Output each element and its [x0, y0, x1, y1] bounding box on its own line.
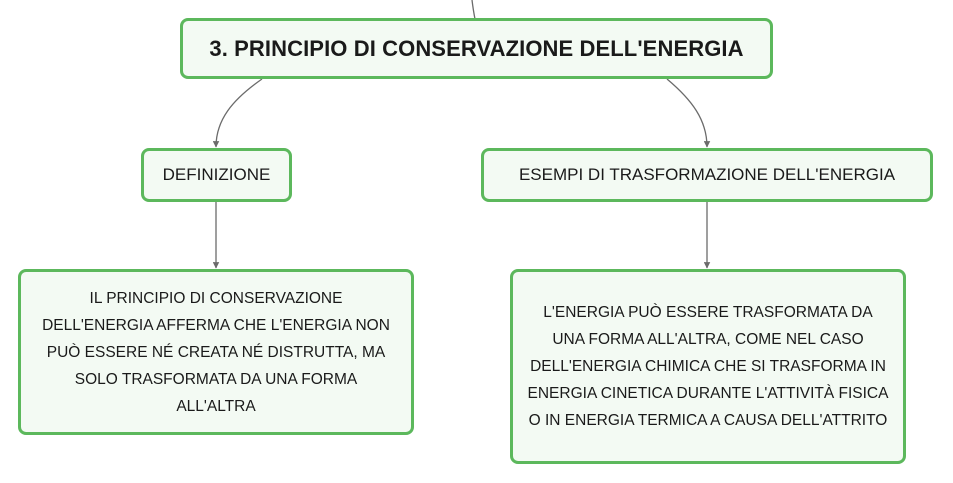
connector-root-to-esempi	[666, 78, 711, 148]
esempi-node[interactable]: ESEMPI DI TRASFORMAZIONE DELL'ENERGIA	[481, 148, 933, 202]
esempi-detail-text: L'ENERGIA PUÒ ESSERE TRASFORMATA DA UNA …	[527, 304, 889, 429]
esempi-detail-node[interactable]: L'ENERGIA PUÒ ESSERE TRASFORMATA DA UNA …	[510, 269, 906, 464]
connector-root-to-definizione	[212, 78, 263, 148]
root-topic-label: 3. PRINCIPIO DI CONSERVAZIONE DELL'ENERG…	[209, 35, 744, 61]
definizione-detail-node[interactable]: IL PRINCIPIO DI CONSERVAZIONE DELL'ENERG…	[18, 269, 414, 435]
connector-incoming-root	[471, 0, 476, 20]
esempi-label: ESEMPI DI TRASFORMAZIONE DELL'ENERGIA	[518, 165, 896, 184]
root-topic-node[interactable]: 3. PRINCIPIO DI CONSERVAZIONE DELL'ENERG…	[180, 18, 773, 79]
definizione-node[interactable]: DEFINIZIONE	[141, 148, 292, 202]
definizione-detail-text: IL PRINCIPIO DI CONSERVAZIONE DELL'ENERG…	[42, 289, 390, 415]
definizione-label: DEFINIZIONE	[162, 165, 271, 184]
